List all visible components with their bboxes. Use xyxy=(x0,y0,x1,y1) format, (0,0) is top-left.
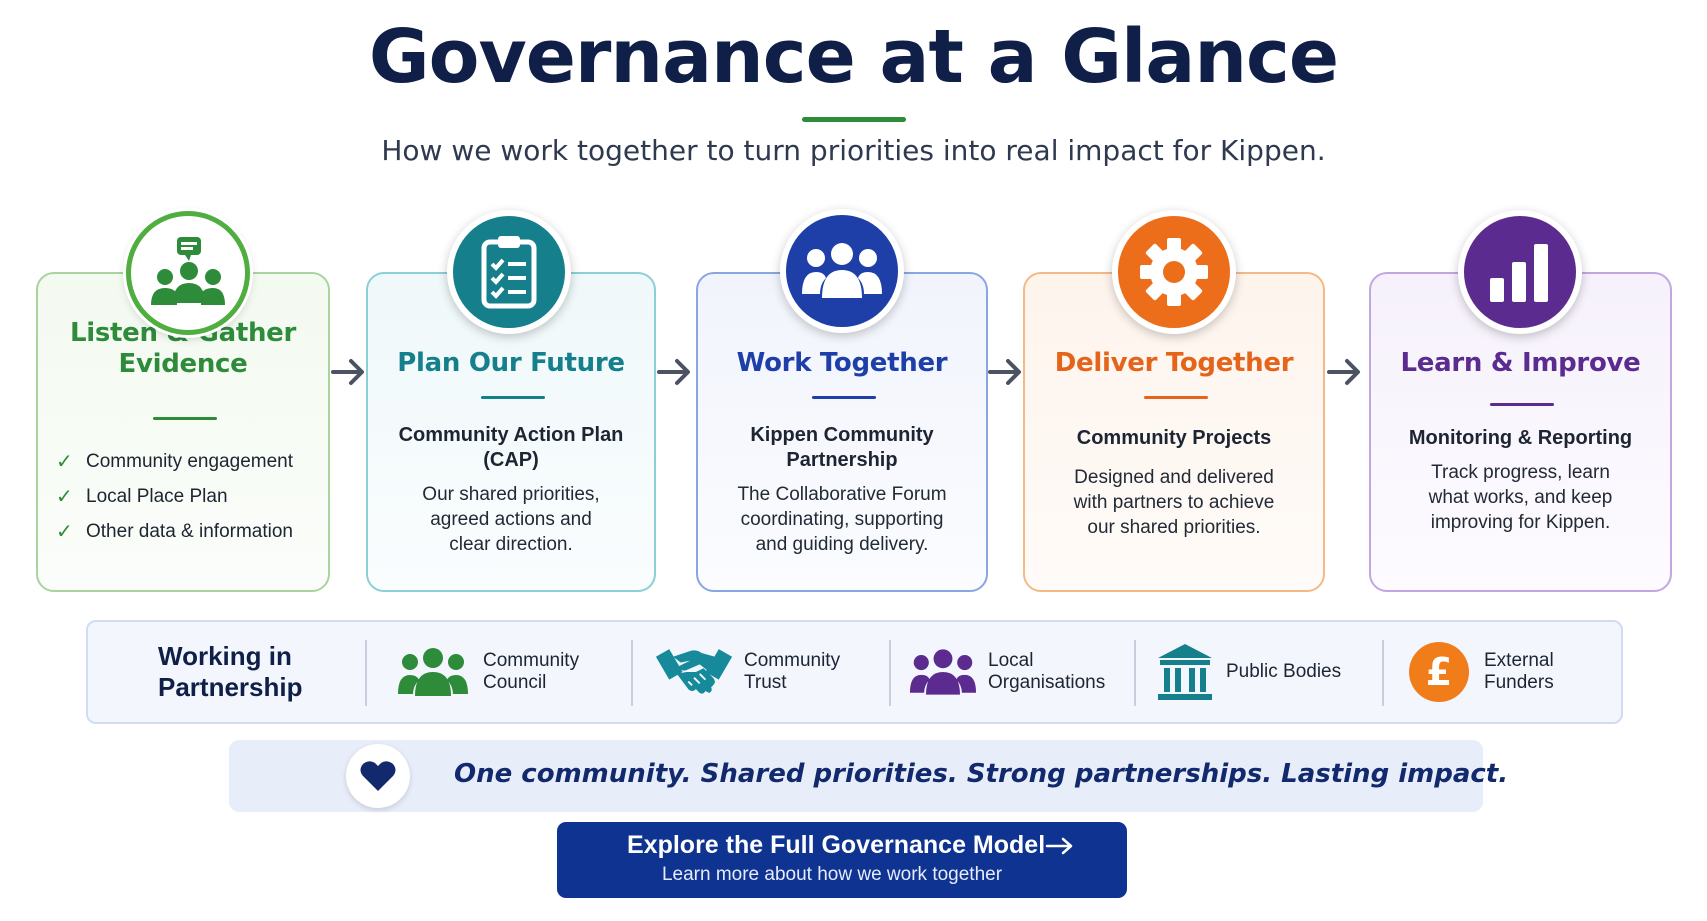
stage-description-line: Our shared priorities, xyxy=(422,484,600,505)
stage-rule xyxy=(812,396,876,399)
stage-description-line: improving for Kippen. xyxy=(1430,512,1611,533)
stage-title: Plan Our Future xyxy=(397,348,625,378)
stage-title-line: Evidence xyxy=(118,349,248,379)
community-chat-icon xyxy=(126,211,250,335)
partner-label-line: Organisations xyxy=(988,672,1106,693)
stage-rule xyxy=(481,396,545,399)
stage-rule xyxy=(153,417,217,420)
motto-text: One community. Shared priorities. Strong… xyxy=(454,759,1509,789)
list-item-label: Local Place Plan xyxy=(86,485,228,507)
divider xyxy=(1134,640,1136,706)
flow-arrow-icon xyxy=(1327,359,1360,385)
list-item: ✓ Other data & information xyxy=(56,514,293,549)
stage-subtitle: Monitoring & Reporting xyxy=(1408,427,1633,449)
stage-description-line: The Collaborative Forum xyxy=(737,484,947,505)
people-group-icon xyxy=(393,637,473,707)
partner-public-bodies: Public Bodies xyxy=(1154,622,1341,722)
stage-subtitle-line: Kippen Community xyxy=(750,424,934,446)
people-group-icon xyxy=(908,637,978,707)
title-underline xyxy=(802,117,906,122)
divider xyxy=(1382,640,1384,706)
check-icon: ✓ xyxy=(56,521,73,543)
partner-label-line: Funders xyxy=(1484,672,1554,693)
list-item: ✓ Local Place Plan xyxy=(56,479,293,514)
cta-sublabel: Learn more about how we work together xyxy=(661,864,1003,885)
partnership-title-line: Partnership xyxy=(158,672,303,702)
bar-chart-icon xyxy=(1458,210,1582,334)
partnership-title: Working in Partnership xyxy=(158,641,303,703)
handshake-icon xyxy=(654,637,734,707)
list-item-label: Community engagement xyxy=(86,450,293,472)
svg-text:£: £ xyxy=(1426,650,1452,694)
page-title: Governance at a Glance xyxy=(368,14,1339,100)
cta-label: Explore the Full Governance Model xyxy=(627,831,1046,859)
partner-label-line: Community xyxy=(483,650,580,671)
partner-label-line: Community xyxy=(744,650,841,671)
flow-arrow-icon xyxy=(657,359,690,385)
stage-title: Learn & Improve xyxy=(1400,348,1641,378)
list-item-label: Other data & information xyxy=(86,520,293,542)
stage-description: The Collaborative Forum coordinating, su… xyxy=(708,482,976,557)
stage-description-line: what works, and keep xyxy=(1428,487,1613,508)
partner-label: Public Bodies xyxy=(1226,661,1342,682)
stage-description: Designed and delivered with partners to … xyxy=(1035,465,1313,540)
arrow-right-icon xyxy=(1045,837,1073,855)
explore-governance-button[interactable]: Explore the Full Governance Model Learn … xyxy=(557,822,1127,898)
stage-description: Our shared priorities, agreed actions an… xyxy=(378,482,644,557)
stage-description-line: clear direction. xyxy=(449,534,573,555)
divider xyxy=(631,640,633,706)
flow-arrow-icon xyxy=(331,359,364,385)
stage-description-line: Designed and delivered xyxy=(1074,467,1274,488)
stage-description-line: and guiding delivery. xyxy=(755,534,929,555)
stage-rule xyxy=(1144,396,1208,399)
check-icon: ✓ xyxy=(56,486,73,508)
stage-subtitle-line: Community Action Plan xyxy=(398,424,624,446)
stage-subtitle-line: (CAP) xyxy=(483,449,539,471)
partner-label-line: Trust xyxy=(744,672,787,693)
flow-arrow-icon xyxy=(988,359,1021,385)
stage-title: Work Together xyxy=(736,348,948,378)
partner-label-line: External xyxy=(1484,650,1554,671)
stage-description: Track progress, learn what works, and ke… xyxy=(1381,460,1660,535)
divider xyxy=(365,640,367,706)
stage-title: Deliver Together xyxy=(1054,348,1294,378)
heart-icon xyxy=(346,744,410,808)
pound-icon: £ xyxy=(1404,637,1474,707)
check-icon: ✓ xyxy=(56,451,73,473)
gear-icon xyxy=(1112,210,1236,334)
stage-description-line: Track progress, learn xyxy=(1431,462,1610,483)
divider xyxy=(889,640,891,706)
building-icon xyxy=(1154,637,1216,707)
partner-label-line: Local xyxy=(988,650,1034,671)
stage-description-line: agreed actions and xyxy=(430,509,592,530)
stage-description-line: with partners to achieve xyxy=(1073,492,1275,513)
stage-description-line: our shared priorities. xyxy=(1087,517,1261,538)
motto-banner: One community. Shared priorities. Strong… xyxy=(229,740,1508,812)
group-people-icon xyxy=(780,209,904,333)
list-item: ✓ Community engagement xyxy=(56,444,293,479)
clipboard-checklist-icon xyxy=(447,210,571,334)
stage-description-line: coordinating, supporting xyxy=(740,509,944,530)
evidence-list: ✓Community engagement ✓Local Place Plan … xyxy=(56,444,293,549)
partner-label-line: Council xyxy=(483,672,547,693)
stage-subtitle: Community Action Plan (CAP) xyxy=(378,423,644,473)
partnership-title-line: Working in xyxy=(158,641,292,671)
page-subtitle: How we work together to turn priorities … xyxy=(381,134,1326,167)
stage-subtitle: Community Projects xyxy=(1076,427,1272,449)
stage-rule xyxy=(1490,403,1554,406)
stage-subtitle-line: Partnership xyxy=(786,449,898,471)
stage-subtitle: Kippen Community Partnership xyxy=(708,423,976,473)
